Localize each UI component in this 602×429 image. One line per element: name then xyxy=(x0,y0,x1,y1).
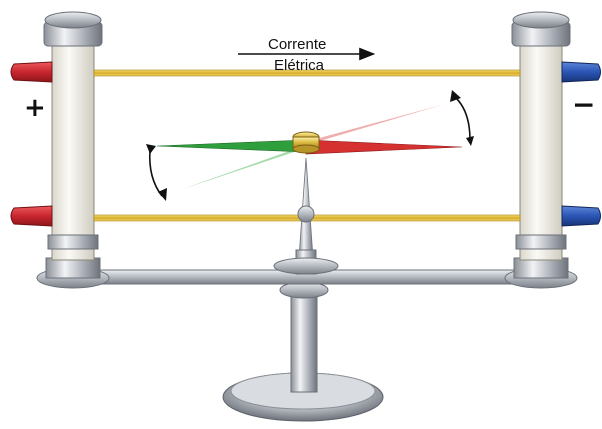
positive-sign: + xyxy=(24,93,46,123)
needle-south xyxy=(306,140,462,154)
negative-sign: − xyxy=(572,88,595,121)
right-column xyxy=(505,12,577,288)
right-column-tube xyxy=(520,44,562,260)
needle-north-ghost xyxy=(180,145,306,190)
current-label-line1: Corrente xyxy=(268,36,326,53)
left-column-tube xyxy=(52,44,94,260)
needle-north xyxy=(157,140,306,152)
stand xyxy=(223,282,383,421)
current-label-line2: Elétrica xyxy=(274,57,325,74)
needle-pivot-knob xyxy=(298,206,314,222)
left-column-cap xyxy=(45,12,101,28)
positive-terminals xyxy=(11,62,52,226)
rotation-arrow-icon-left xyxy=(146,144,167,201)
negative-terminal-top xyxy=(562,62,601,82)
current-label: Corrente Elétrica xyxy=(238,36,372,74)
rotation-arrow-icon-right xyxy=(450,90,474,146)
negative-terminals xyxy=(562,62,601,226)
negative-terminal-bottom xyxy=(562,206,601,226)
needle-south-ghost xyxy=(306,104,445,145)
compass-needle-icon xyxy=(157,132,462,154)
stand-pillar xyxy=(291,292,317,392)
positive-terminal-bottom xyxy=(11,206,52,226)
positive-terminal-top xyxy=(11,62,52,82)
left-column xyxy=(37,12,109,288)
right-column-cap xyxy=(513,12,569,28)
